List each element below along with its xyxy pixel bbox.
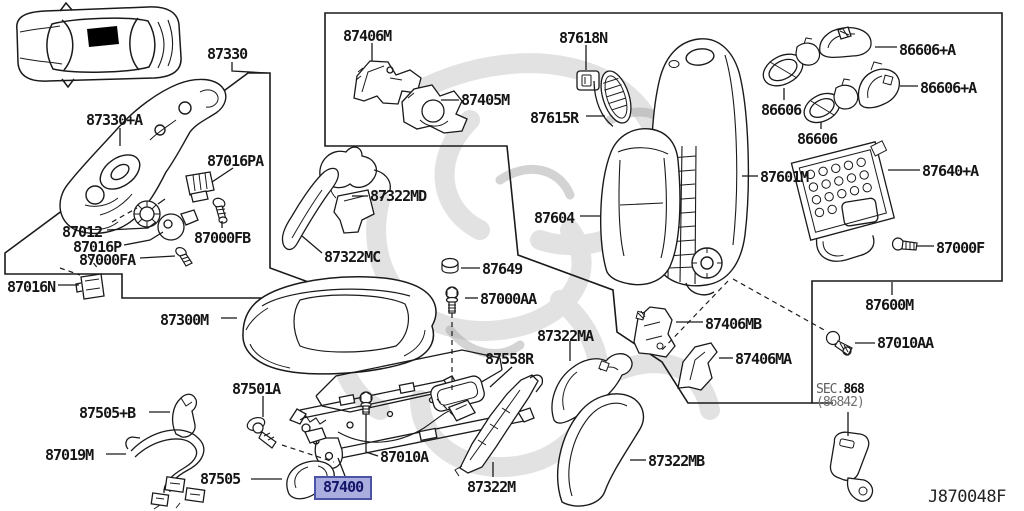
part-label-87322M: 87322M — [467, 478, 516, 496]
part-label-87406MA: 87406MA — [735, 350, 792, 368]
part-label-87010A: 87010A — [380, 448, 429, 466]
part-label-87000AA: 87000AA — [480, 290, 537, 308]
part-86606A-bracket-right — [857, 61, 900, 109]
part-label-86606-2: 86606 — [797, 130, 838, 148]
part-87322M-drawing — [454, 374, 544, 477]
part-label-87322MC: 87322MC — [324, 248, 381, 266]
part-label-87406M: 87406M — [343, 27, 392, 45]
part-87000F-screw — [891, 237, 918, 251]
part-87322MB-drawing — [556, 393, 645, 507]
part-label-87601M: 87601M — [760, 168, 809, 186]
part-86606A-bezel-top — [819, 26, 872, 59]
part-87000FB-screw — [212, 197, 228, 224]
part-sec868-buckle — [829, 431, 874, 502]
part-label-87618N: 87618N — [559, 29, 608, 47]
part-label-87600M: 87600M — [865, 296, 914, 314]
sec-subnumber: (86842) — [816, 395, 865, 410]
part-86606-grommet-2 — [833, 78, 859, 110]
part-label-87330+A: 87330+A — [86, 111, 143, 129]
part-87640A-drawing — [790, 140, 896, 262]
part-87406M-drawing — [353, 60, 422, 105]
part-label-86606+A-1: 86606+A — [899, 41, 956, 59]
part-label-87322MA: 87322MA — [537, 327, 594, 345]
part-87618N-drawing — [576, 70, 600, 91]
part-label-87012: 87012 — [62, 223, 103, 241]
part-label-87300M: 87300M — [160, 311, 209, 329]
part-label-87330: 87330 — [207, 45, 248, 63]
part-87330-drawing — [59, 78, 227, 235]
part-87016N-drawing — [75, 273, 105, 300]
part-label-87406MB: 87406MB — [705, 315, 762, 333]
part-87400-frame-drawing — [289, 349, 535, 469]
part-label-86606+A-2: 86606+A — [920, 79, 977, 97]
part-86606-bezel-1 — [762, 53, 804, 87]
part-label-87322MD: 87322MD — [370, 187, 427, 205]
part-87558R-drawing — [430, 375, 485, 422]
part-87649-cap — [441, 257, 459, 274]
part-label-87016N: 87016N — [7, 278, 56, 296]
part-87019M-drawing — [125, 429, 206, 510]
part-label-87400-text: 87400 — [323, 478, 364, 496]
sec-number: 868 — [843, 382, 865, 397]
part-label-87016P: 87016P — [73, 238, 122, 256]
part-label-87615R: 87615R — [530, 109, 579, 127]
part-label-87604: 87604 — [534, 209, 575, 227]
part-87501A-screw — [246, 416, 277, 449]
part-label-87505+B: 87505+B — [79, 404, 136, 422]
part-87010A-bolt — [359, 391, 373, 415]
leader-lines — [58, 43, 934, 480]
part-87000FA-screw — [175, 246, 193, 267]
seat-position-marker — [87, 26, 119, 47]
part-87406MA-drawing — [677, 342, 718, 391]
part-label-87000FA: 87000FA — [79, 251, 136, 269]
zone-87600M-outline — [324, 12, 1003, 404]
part-label-87000F: 87000F — [936, 239, 985, 257]
part-87300M-drawing — [242, 276, 437, 375]
sec-prefix: SEC. — [816, 382, 844, 397]
part-87505B-drawing — [171, 393, 198, 438]
part-label-87501A: 87501A — [232, 380, 281, 398]
part-87615R-drawing — [593, 70, 632, 127]
part-label-87322MB: 87322MB — [648, 452, 705, 470]
part-label-87019M: 87019M — [45, 446, 94, 464]
part-label-87640+A: 87640+A — [922, 162, 979, 180]
part-87604-drawing — [600, 128, 681, 286]
part-label-87400-highlighted[interactable]: 87400 — [314, 476, 373, 500]
car-top-view — [16, 1, 182, 89]
part-label-87016PA: 87016PA — [207, 152, 264, 170]
part-label-87649: 87649 — [482, 260, 523, 278]
part-label-87000FB: 87000FB — [194, 229, 251, 247]
part-87010AA-screw — [825, 330, 853, 356]
part-86606-grommet-1 — [795, 37, 821, 66]
part-label-87505: 87505 — [200, 470, 241, 488]
part-87405M-drawing — [401, 84, 468, 134]
sec-868-reference: SEC.868 (86842) — [816, 382, 865, 410]
part-label-87010AA: 87010AA — [877, 334, 934, 352]
diagram-code: J870048F — [928, 487, 1006, 507]
part-87000AA-bolt — [445, 286, 459, 314]
part-label-87405M: 87405M — [461, 91, 510, 109]
part-87012-drawing — [133, 198, 166, 228]
part-87016P-drawing — [157, 209, 199, 241]
part-87016PA-drawing — [185, 171, 215, 203]
part-label-87558R: 87558R — [485, 350, 534, 368]
part-87322MC-drawing — [281, 167, 340, 251]
part-87406MB-drawing — [633, 306, 676, 358]
part-label-86606-1: 86606 — [761, 101, 802, 119]
dashed-reference-lines — [59, 207, 827, 463]
